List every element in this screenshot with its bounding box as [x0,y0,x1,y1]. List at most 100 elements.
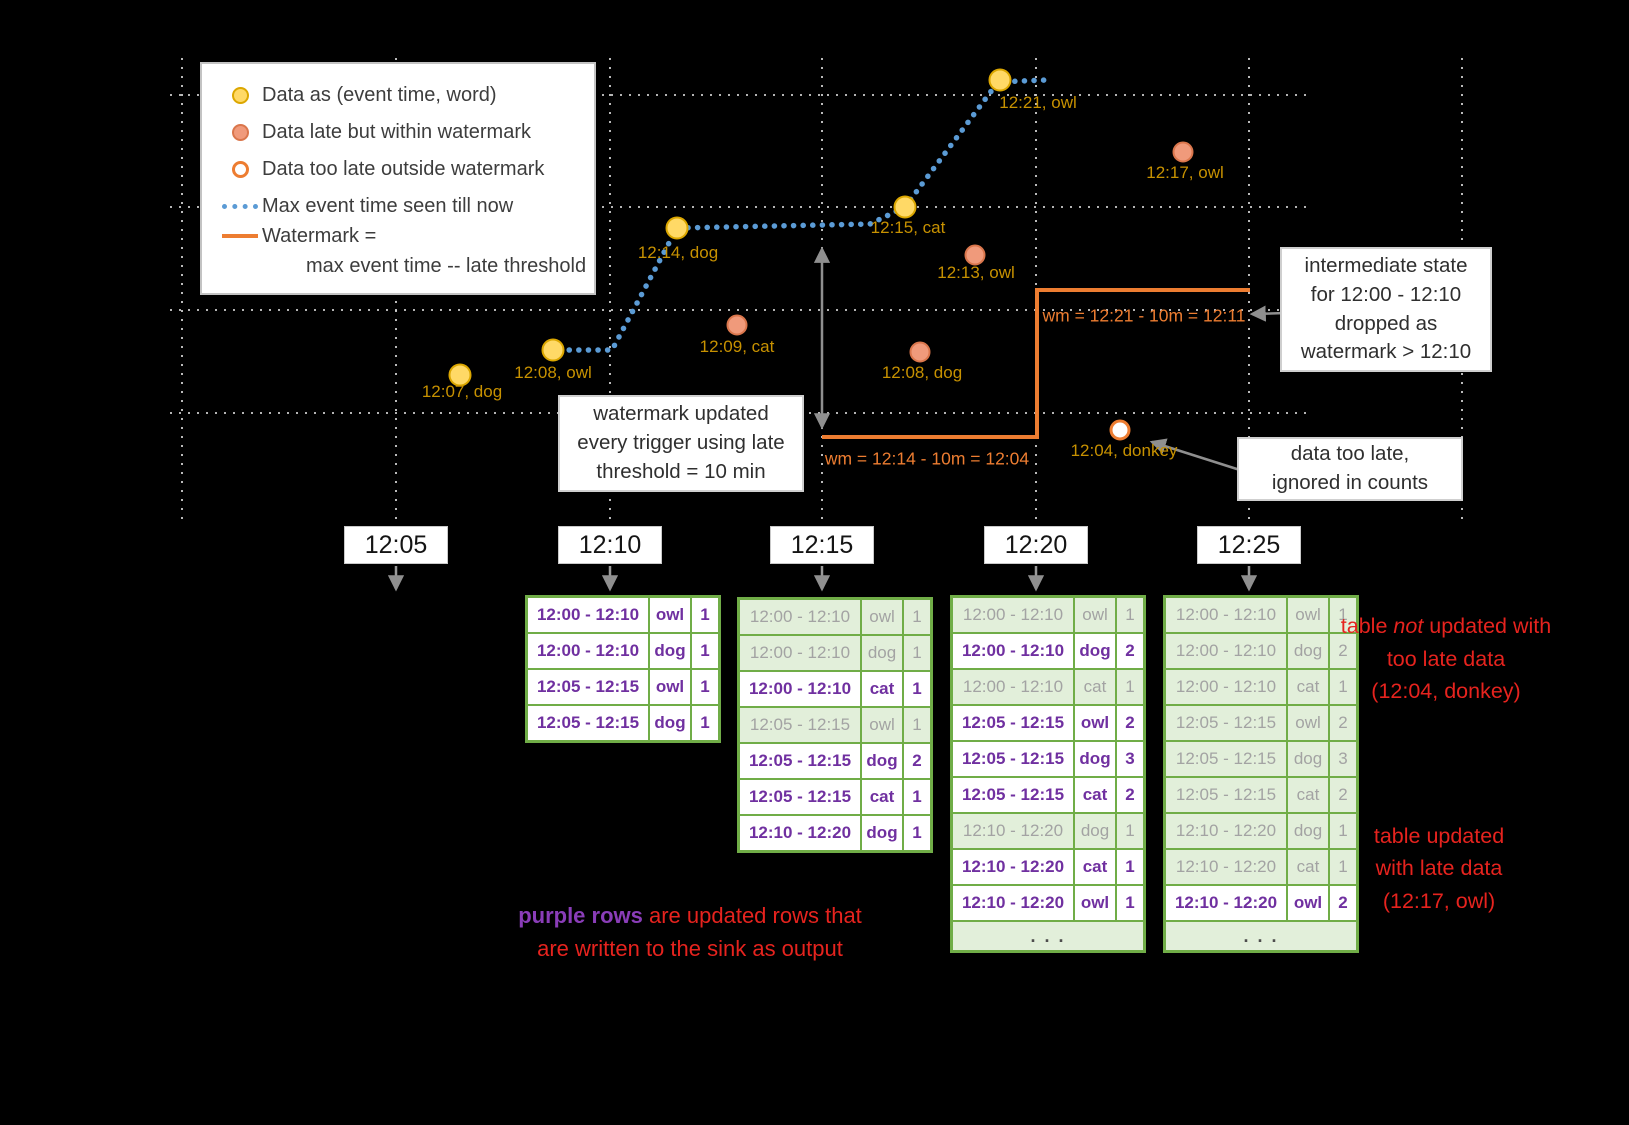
ellipsis-cell: . . . [1163,920,1359,953]
window-cell: 12:00 - 12:10 [950,632,1075,670]
too-late-point-icon [231,160,249,178]
word-cell: dog [1286,632,1330,670]
count-cell: 1 [902,778,933,816]
word-cell: owl [860,597,904,636]
count-cell: 1 [902,706,933,744]
word-cell: dog [1073,812,1117,850]
legend-symbol [218,203,262,209]
word-cell: dog [1286,740,1330,778]
word-cell: owl [1073,595,1117,634]
callout-watermark-update: watermark updated every trigger using la… [558,395,804,492]
window-cell: 12:05 - 12:15 [1163,740,1288,778]
count-cell: 2 [1115,632,1146,670]
window-cell: 12:05 - 12:15 [950,776,1075,814]
word-cell: dog [648,632,692,670]
word-cell: cat [860,670,904,708]
note-purple-text: purple rows [518,903,643,928]
count-cell: 1 [1328,668,1359,706]
legend-label: Data too late outside watermark [262,158,545,180]
window-cell: 12:10 - 12:20 [950,884,1075,922]
word-cell: cat [1073,848,1117,886]
count-cell: 1 [690,668,721,706]
time-tick-1215: 12:15 [770,526,874,564]
word-cell: cat [1286,668,1330,706]
count-cell: 1 [690,595,721,634]
window-cell: 12:00 - 12:10 [950,668,1075,706]
callout-too-late: data too late, ignored in counts [1237,437,1463,501]
window-cell: 12:05 - 12:15 [525,668,650,706]
window-cell: 12:10 - 12:20 [1163,884,1288,922]
word-cell: dog [860,742,904,780]
count-cell: 2 [1328,632,1359,670]
word-cell: dog [1286,812,1330,850]
word-cell: owl [1073,884,1117,922]
watermark-line [822,288,1250,439]
trigger-down-arrows [387,566,1258,592]
window-cell: 12:05 - 12:15 [950,740,1075,778]
legend-item-watermark-line: Watermark = [218,225,594,247]
count-cell: 1 [1115,668,1146,706]
table-ellipsis-row: . . . [1163,920,1359,953]
note-not-updated: table not updated with too late data (12… [1340,578,1552,707]
note-text: are updated rows that are written to the… [537,903,862,961]
window-cell: 12:05 - 12:15 [737,742,862,780]
word-cell: cat [860,778,904,816]
late-point-icon [231,123,249,141]
window-cell: 12:05 - 12:15 [737,706,862,744]
legend-item-ontime: Data as (event time, word) [218,84,594,106]
window-cell: 12:10 - 12:20 [950,812,1075,850]
window-cell: 12:05 - 12:15 [950,704,1075,742]
count-cell: 3 [1115,740,1146,778]
count-cell: 1 [1328,848,1359,886]
table-ellipsis-row: . . . [950,920,1146,953]
word-cell: owl [648,668,692,706]
window-cell: 12:05 - 12:15 [525,704,650,743]
watermark-value-label-second: wm = 12:21 - 10m = 12:11 [1042,305,1246,326]
word-cell: owl [860,706,904,744]
legend-label: Max event time seen till now [262,195,514,217]
window-cell: 12:00 - 12:10 [525,595,650,634]
time-tick-1210: 12:10 [558,526,662,564]
window-cell: 12:00 - 12:10 [1163,632,1288,670]
time-tick-1225: 12:25 [1197,526,1301,564]
note-updated-late: table updated with late data (12:17, owl… [1373,824,1505,913]
window-cell: 12:05 - 12:15 [1163,776,1288,814]
window-cell: 12:00 - 12:10 [737,670,862,708]
word-cell: owl [1286,704,1330,742]
ellipsis-cell: . . . [950,920,1146,953]
watermark-value-label-first: wm = 12:14 - 10m = 12:04 [824,448,1030,469]
count-cell: 1 [1328,595,1359,634]
window-cell: 12:05 - 12:15 [737,778,862,816]
count-cell: 2 [1328,704,1359,742]
legend-symbol [218,234,262,238]
time-tick-1205: 12:05 [344,526,448,564]
count-cell: 1 [1115,812,1146,850]
word-cell: owl [648,595,692,634]
count-cell: 1 [1328,812,1359,850]
note-italic-word: not [1393,614,1424,639]
